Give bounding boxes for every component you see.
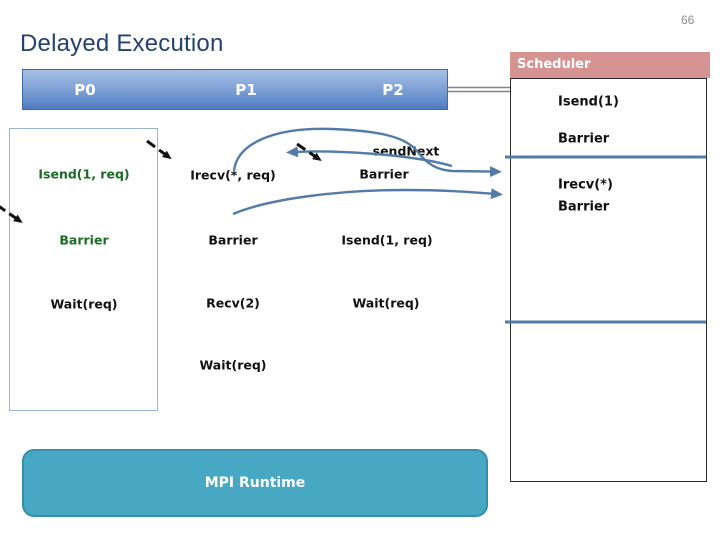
p0-trace-box <box>9 128 158 411</box>
process-label-p0: P0 <box>74 80 96 99</box>
scheduler-entry-barrier1: Barrier <box>558 131 610 147</box>
p0-isend-call: Isend(1, req) <box>38 166 130 182</box>
scheduler-entry-isend: Isend(1) <box>558 94 619 110</box>
page-number: 66 <box>681 13 695 27</box>
scheduler-entry-irecv: Irecv(*) <box>558 177 613 193</box>
p1-recv-call: Recv(2) <box>206 295 260 311</box>
p1-barrier-call: Barrier <box>208 232 258 248</box>
scheduler-panel <box>510 78 707 482</box>
curved-arrow-p2-to-scheduler <box>232 188 503 216</box>
bar-to-scheduler-double-line <box>448 86 510 93</box>
scheduler-header: Scheduler <box>510 52 710 78</box>
p1-wait-call: Wait(req) <box>199 357 267 373</box>
process-label-p2: P2 <box>382 80 404 99</box>
process-label-p1: P1 <box>235 80 257 99</box>
p0-barrier-call: Barrier <box>59 232 109 248</box>
page-title: Delayed Execution <box>20 30 224 57</box>
p2-barrier-call: Barrier <box>359 166 409 182</box>
scheduler-entry-barrier2: Barrier <box>558 199 610 215</box>
p2-wait-call: Wait(req) <box>352 295 420 311</box>
black-arrow-p1 <box>296 142 322 161</box>
p2-sendnext-label: sendNext <box>372 143 440 159</box>
p0-wait-call: Wait(req) <box>50 296 118 312</box>
p1-irecv-call: Irecv(*, req) <box>190 167 276 183</box>
mpi-runtime-box: MPI Runtime <box>22 449 488 517</box>
process-header-bar: P0 P1 P2 <box>22 69 448 110</box>
p2-isend-call: Isend(1, req) <box>341 232 433 248</box>
curved-arrow-p1-to-scheduler <box>232 127 502 178</box>
